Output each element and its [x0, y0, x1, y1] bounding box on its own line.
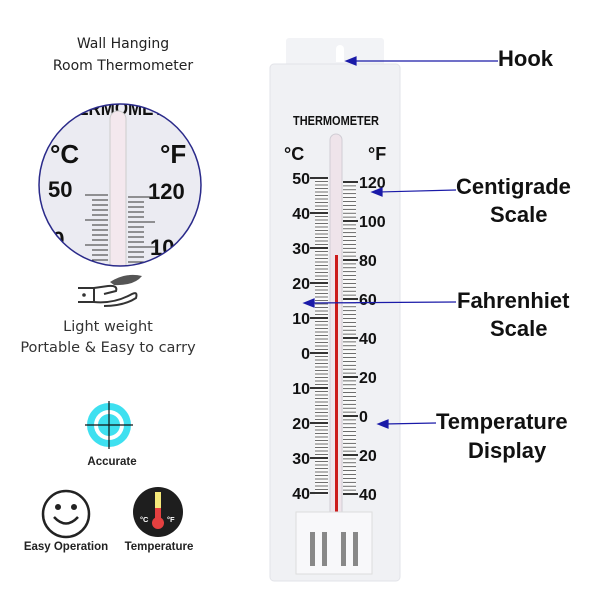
celsius-label: 0	[301, 346, 310, 363]
celsius-unit: °C	[284, 144, 304, 164]
fahrenheit-callout-line1: Fahrenhiet	[457, 288, 570, 313]
celsius-label: 10	[292, 381, 310, 398]
fahrenheit-label: 60	[359, 292, 377, 309]
hand-feather-icon	[78, 274, 142, 307]
easy-operation-label: Easy Operation	[23, 541, 109, 553]
fahrenheit-label: 40	[359, 331, 377, 348]
celsius-label: 30	[292, 241, 310, 258]
light-weight-line2: Portable & Easy to carry	[20, 340, 196, 356]
target-icon	[85, 401, 133, 449]
hook-arrow-icon	[344, 56, 357, 66]
magnifier-f120: 120	[148, 179, 185, 204]
accurate-label: Accurate	[87, 456, 137, 468]
hook-callout: Hook	[498, 46, 553, 71]
fahrenheit-label: 120	[359, 175, 386, 192]
fahrenheit-label: 20	[359, 448, 377, 465]
fahrenheit-arrow-icon	[302, 298, 315, 308]
fahrenheit-label: 0	[359, 409, 368, 426]
display-arrow-icon	[376, 419, 389, 429]
smiley-icon	[41, 489, 91, 539]
hook-hole	[336, 45, 344, 62]
celsius-label: 20	[292, 276, 310, 293]
temperature-icon: °C °F	[133, 487, 183, 537]
centigrade-arrow-icon	[370, 187, 383, 197]
celsius-label: 30	[292, 451, 310, 468]
centigrade-callout-line1: Centigrade	[456, 174, 571, 199]
celsius-label: 10	[292, 311, 310, 328]
thermometer-brand: THERMOMETER	[293, 113, 380, 128]
product-title-line1: Wall Hanging	[76, 36, 170, 52]
celsius-label: 50	[292, 171, 310, 188]
light-weight-line1: Light weight	[63, 319, 153, 335]
temp-icon-f: °F	[167, 515, 175, 524]
celsius-label: 40	[292, 486, 310, 503]
fahrenheit-unit: °F	[368, 144, 386, 164]
fahrenheit-label: 20	[359, 370, 377, 387]
display-callout-line2: Display	[468, 438, 547, 463]
temperature-label: Temperature	[124, 541, 194, 553]
fahrenheit-label: 40	[359, 487, 377, 504]
celsius-label: 20	[292, 416, 310, 433]
magnifier-c50: 50	[48, 177, 72, 202]
magnifier-fahrenheit: °F	[160, 139, 186, 169]
display-callout-line1: Temperature	[436, 409, 568, 434]
fahrenheit-callout-line2: Scale	[490, 316, 548, 341]
bulb-guard	[295, 511, 373, 575]
product-title-line2: Room Thermometer	[52, 58, 194, 74]
centigrade-callout-line2: Scale	[490, 202, 548, 227]
temp-icon-c: °C	[140, 515, 149, 524]
celsius-label: 40	[292, 206, 310, 223]
magnifier-closeup: HERMOMETE °C °F 50 120 10 10	[38, 103, 202, 267]
magnifier-celsius: °C	[50, 139, 79, 169]
mercury-column	[335, 255, 338, 520]
fahrenheit-label: 80	[359, 253, 377, 270]
fahrenheit-label: 100	[359, 214, 386, 231]
